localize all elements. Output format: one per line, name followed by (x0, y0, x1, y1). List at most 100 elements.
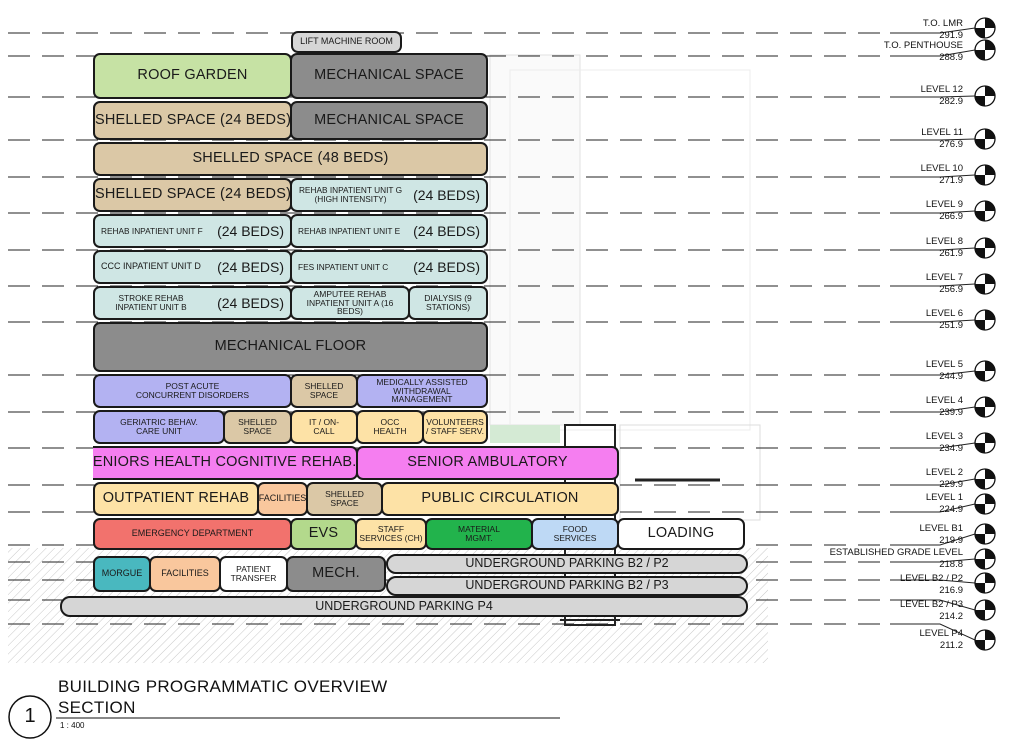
level-elevation: 216.9 (939, 585, 963, 596)
level-name: LEVEL B2 / P3 (899, 599, 963, 610)
datum-connector (890, 558, 976, 563)
level-name: LEVEL 5 (925, 359, 963, 370)
medically-assisted-withdrawal: MEDICALLY ASSISTED WITHDRAWAL MANAGEMENT (356, 374, 488, 408)
lift-machine-room: LIFT MACHINE ROOM (291, 31, 402, 53)
datum-connector (890, 174, 976, 178)
datum-connector (890, 442, 976, 449)
level-name: T.O. LMR (922, 18, 963, 29)
rehab-unit-g: REHAB INPATIENT UNIT G (HIGH INTENSITY) … (290, 178, 488, 212)
level-marker-icon (974, 237, 996, 259)
level-elevation: 261.9 (939, 248, 963, 259)
level-elevation: 271.9 (939, 175, 963, 186)
level-marker-icon (974, 548, 996, 570)
shelled-space-level-3: SHELLED SPACE (223, 410, 292, 444)
drawing-title-line-1: BUILDING PROGRAMMATIC OVERVIEW (58, 677, 388, 696)
drawing-title-line-2: SECTION (58, 698, 136, 717)
level-elevation: 218.8 (939, 559, 963, 570)
facilities-level-1: FACILITIES (257, 482, 308, 516)
fes-unit-c-label: FES INPATIENT UNIT C (298, 261, 389, 272)
datum-connector (890, 406, 976, 413)
drawing-number: 1 (24, 705, 36, 727)
level-elevation: 224.9 (939, 504, 963, 515)
stroke-unit-b-beds: (24 BEDS) (217, 294, 284, 311)
roof-garden: ROOF GARDEN (93, 53, 292, 99)
shelled-space-level-1: SHELLED SPACE (306, 482, 383, 516)
morgue: MORGUE (93, 556, 151, 592)
level-elevation: 256.9 (939, 284, 963, 295)
rehab-unit-e-beds: (24 BEDS) (413, 222, 480, 239)
datum-connector (890, 503, 976, 513)
datum-connector (890, 579, 976, 584)
level-marker-icon (974, 572, 996, 594)
level-marker-icon (974, 629, 996, 651)
level-name: LEVEL 3 (925, 431, 963, 442)
level-elevation: 229.9 (939, 479, 963, 490)
level-marker-icon (974, 493, 996, 515)
shelled-space-level-11: SHELLED SPACE (48 BEDS) (93, 142, 488, 176)
level-elevation: 266.9 (939, 211, 963, 222)
level-elevation: 214.2 (939, 611, 963, 622)
level-name: LEVEL 1 (925, 492, 963, 503)
level-marker-icon (974, 128, 996, 150)
public-circulation: PUBLIC CIRCULATION (381, 482, 619, 516)
senior-ambulatory: SENIOR AMBULATORY (356, 446, 619, 480)
mechanical-floor: MECHANICAL FLOOR (93, 322, 488, 372)
shelled-space-level-4: SHELLED SPACE (290, 374, 358, 408)
level-marker-icon (974, 273, 996, 295)
level-name: LEVEL 7 (925, 272, 963, 283)
datum-connector (890, 283, 976, 287)
datum-connector (890, 319, 976, 323)
mech-b2: MECH. (286, 556, 386, 592)
level-elevation: 288.9 (939, 52, 963, 63)
level-name: LEVEL 2 (925, 467, 963, 478)
level-name: LEVEL 11 (921, 127, 963, 138)
level-marker-icon (974, 432, 996, 454)
level-marker-icon (974, 39, 996, 61)
level-marker-icon (974, 468, 996, 490)
post-acute-concurrent-disorders: POST ACUTE CONCURRENT DISORDERS (93, 374, 292, 408)
staff-services: STAFF SERVICES (CH) (355, 518, 427, 550)
emergency-department: EMERGENCY DEPARTMENT (93, 518, 292, 550)
volunteers-staff-serv: VOLUNTEERS / STAFF SERV. (422, 410, 488, 444)
level-elevation: 211.2 (939, 640, 963, 651)
datum-connector (890, 138, 976, 141)
fes-unit-c: FES INPATIENT UNIT C (24 BEDS) (290, 250, 488, 284)
stroke-unit-b-label: STROKE REHAB INPATIENT UNIT B (115, 293, 187, 312)
level-name: LEVEL 9 (925, 199, 963, 210)
ccc-unit-d: CCC INPATIENT UNIT D (24 BEDS) (93, 250, 292, 284)
datum-connector (890, 533, 976, 546)
level-marker-icon (974, 200, 996, 222)
drawing-scale: 1 : 400 (60, 721, 85, 730)
ccc-unit-d-beds: (24 BEDS) (217, 258, 284, 275)
level-marker-icon (974, 599, 996, 621)
rehab-unit-e: REHAB INPATIENT UNIT E (24 BEDS) (290, 214, 488, 248)
datum-connector (890, 247, 976, 251)
amputee-unit-a: AMPUTEE REHAB INPATIENT UNIT A (16 BEDS) (290, 286, 410, 320)
level-name: ESTABLISHED GRADE LEVEL (829, 547, 963, 558)
level-elevation: 234.9 (939, 443, 963, 454)
level-elevation: 276.9 (939, 139, 963, 150)
material-mgmt: MATERIAL MGMT. (425, 518, 533, 550)
level-elevation: 219.9 (939, 535, 963, 546)
level-marker-icon (974, 85, 996, 107)
datum-connector (890, 95, 976, 98)
level-marker-icon (974, 309, 996, 331)
level-marker-icon (974, 360, 996, 382)
rehab-unit-f-label: REHAB INPATIENT UNIT F (101, 225, 203, 236)
underground-parking-p3: UNDERGROUND PARKING B2 / P3 (386, 576, 748, 596)
level-marker-icon (974, 523, 996, 545)
food-services: FOOD SERVICES (531, 518, 619, 550)
datum-connector (890, 49, 976, 57)
level-name: LEVEL 12 (920, 84, 963, 95)
facilities-level-b2: FACILITIES (149, 556, 221, 592)
datum-connector (890, 210, 976, 214)
datum-connector (890, 370, 976, 376)
geriatric-behav-care-unit: GERIATRIC BEHAV. CARE UNIT (93, 410, 225, 444)
level-name: LEVEL 6 (925, 308, 963, 319)
mechanical-space-level-12: MECHANICAL SPACE (290, 101, 488, 140)
level-marker-icon (974, 396, 996, 418)
level-name: LEVEL 10 (920, 163, 963, 174)
datum-connector (890, 27, 976, 34)
dialysis: DIALYSIS (9 STATIONS) (408, 286, 488, 320)
